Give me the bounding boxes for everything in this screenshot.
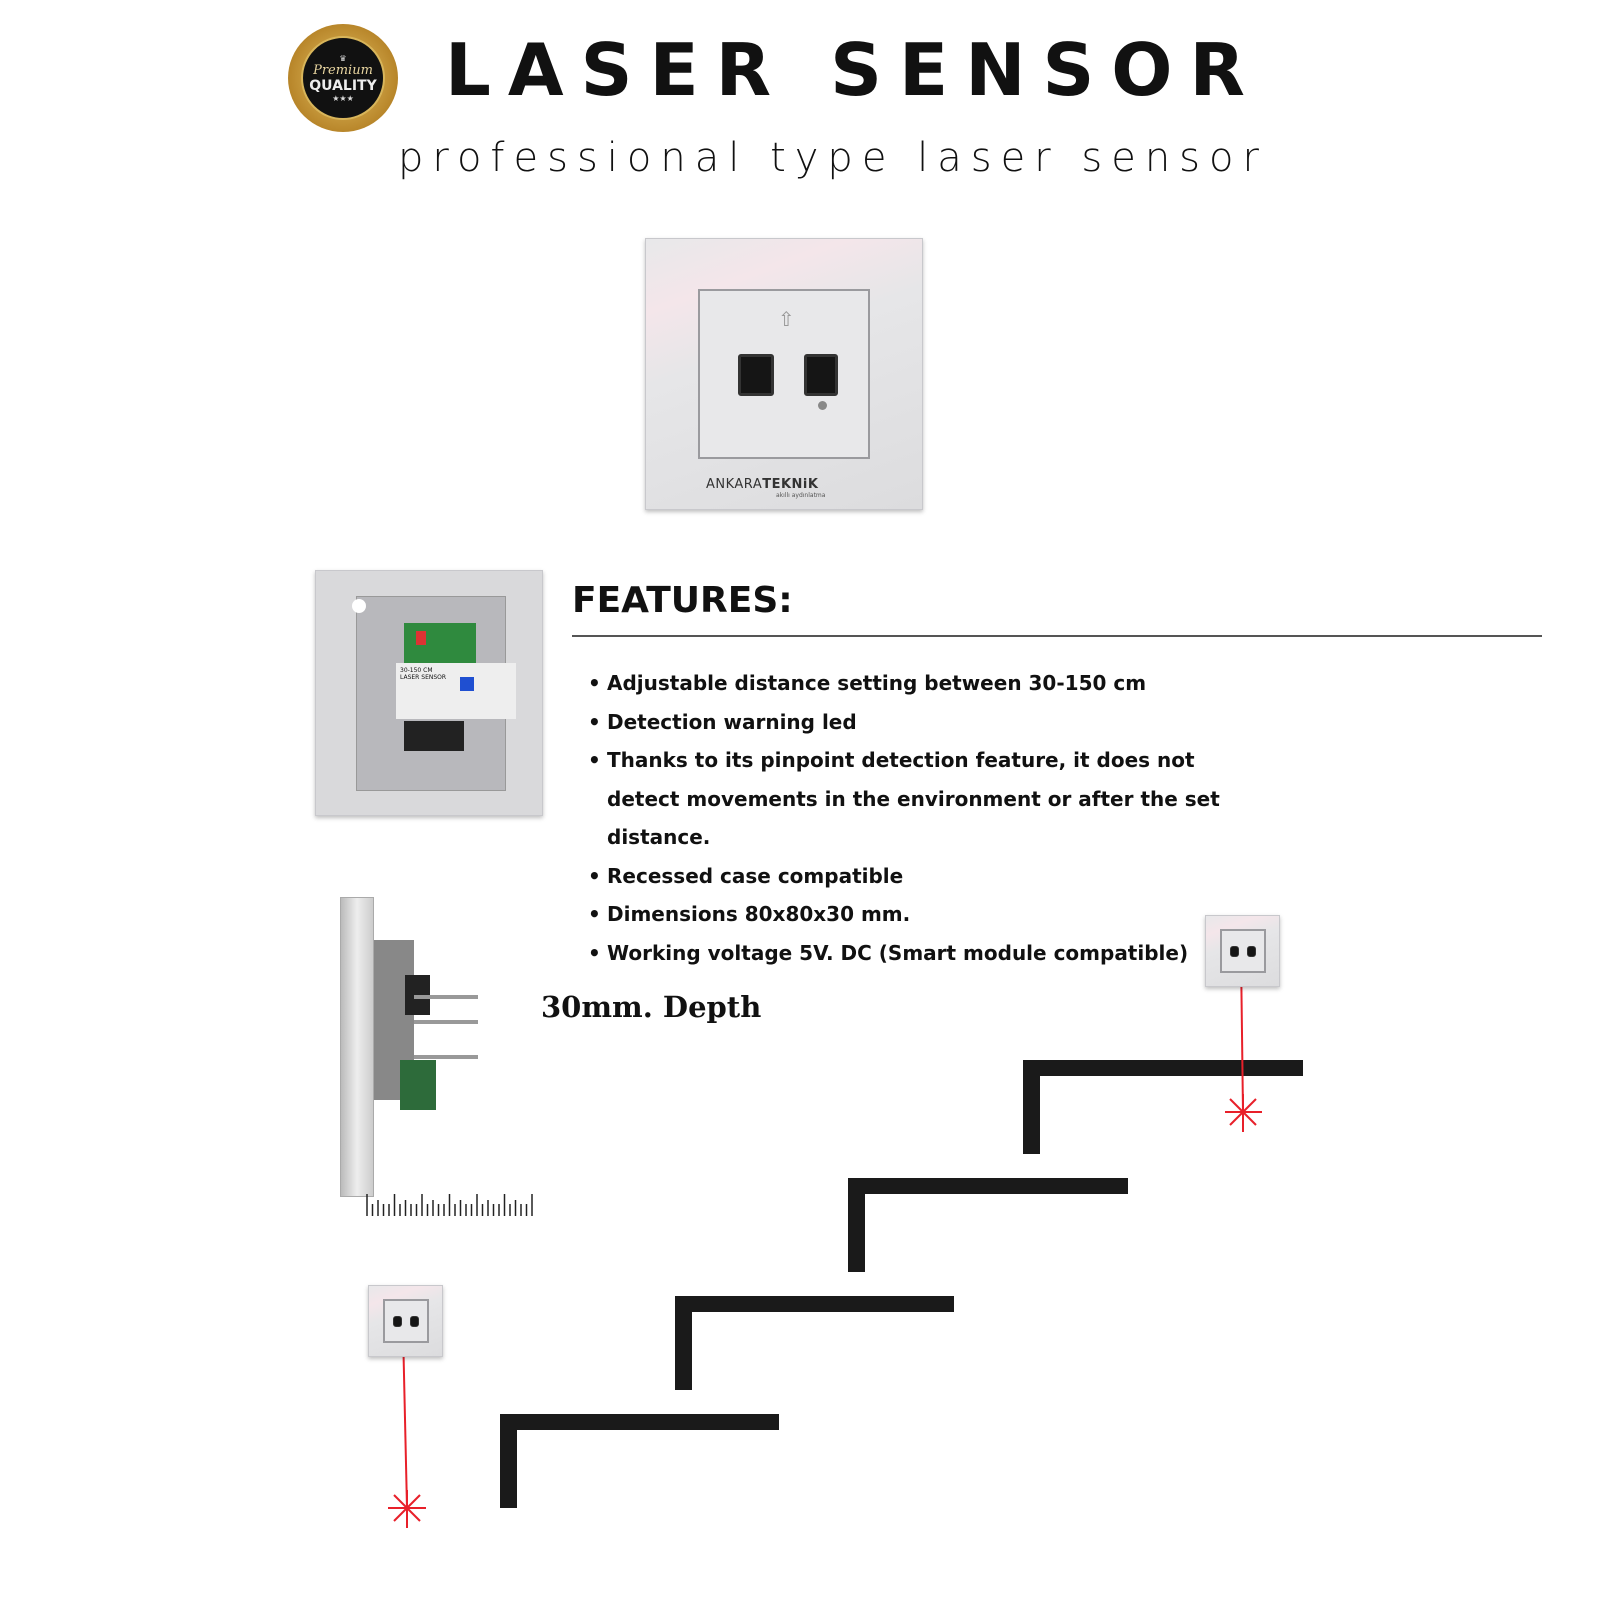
crown-icon: ♛ [339, 53, 347, 63]
brand-logo: ANKARATEKNiK [706, 477, 819, 492]
features-list: Adjustable distance setting between 30-1… [588, 664, 1268, 972]
page-subtitle: professional type laser sensor [398, 135, 1268, 181]
depth-label: 30mm. Depth [541, 990, 762, 1024]
stair-riser [1023, 1060, 1040, 1154]
stair-step [1023, 1060, 1303, 1076]
list-item: Recessed case compatible [588, 857, 1268, 896]
stair-step [848, 1178, 1128, 1194]
sensor-label: LASER SENSOR [400, 674, 447, 681]
divider [572, 635, 1542, 637]
badge-premium: Premium [313, 62, 373, 78]
list-item: Adjustable distance setting between 30-1… [588, 664, 1268, 703]
sensor-side-image [340, 897, 374, 1197]
list-item: Dimensions 80x80x30 mm. [588, 895, 1268, 934]
led-indicator [818, 401, 827, 410]
badge-stars: ★★★ [332, 93, 354, 103]
features-heading: FEATURES: [572, 580, 793, 621]
sensor-thumbnail [1205, 915, 1280, 987]
badge-quality: QUALITY [309, 77, 377, 94]
sensor-front-image: ⇧ ANKARATEKNiK akıllı aydınlatma [645, 238, 923, 510]
stair-step [675, 1296, 954, 1312]
list-item: Working voltage 5V. DC (Smart module com… [588, 934, 1268, 973]
stair-step [500, 1414, 779, 1430]
arrow-up-icon: ⇧ [778, 307, 795, 331]
brand-tagline: akıllı aydınlatma [776, 492, 826, 499]
sensor-back-image: 30-150 CM LASER SENSOR [315, 570, 543, 816]
laser-dot-icon [1225, 1094, 1262, 1132]
sensor-thumbnail [368, 1285, 443, 1357]
stair-riser [500, 1414, 517, 1508]
premium-quality-badge: ♛ Premium QUALITY ★★★ [288, 24, 398, 132]
range-label: 30-150 CM [400, 667, 433, 674]
list-item: Thanks to its pinpoint detection feature… [588, 741, 1268, 857]
list-item: Detection warning led [588, 703, 1268, 742]
page-title: LASER SENSOR [445, 28, 1262, 112]
laser-dot-icon [388, 1490, 426, 1528]
stair-riser [675, 1296, 692, 1390]
ruler-icon [366, 1194, 533, 1216]
laser-beam [402, 1329, 408, 1509]
stair-riser [848, 1178, 865, 1272]
